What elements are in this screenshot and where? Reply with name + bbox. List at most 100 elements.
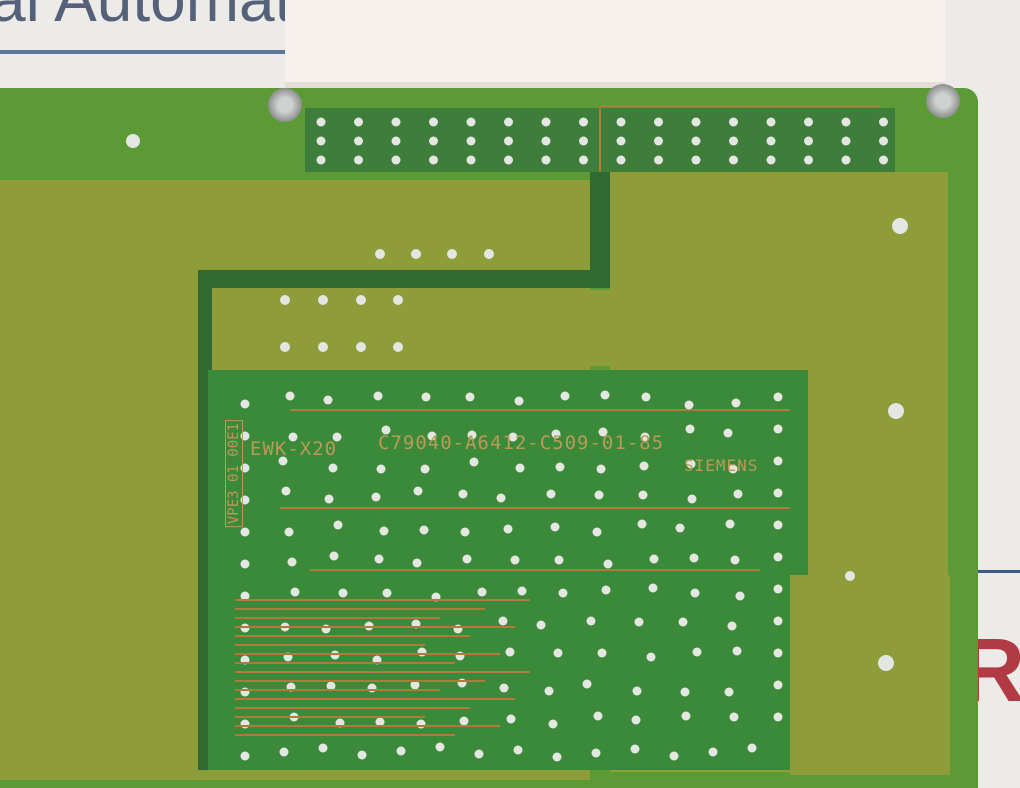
solder-hole	[691, 117, 701, 127]
solder-hole	[579, 117, 588, 127]
solder-hole	[551, 429, 561, 439]
solder-hole	[240, 719, 250, 729]
solder-hole	[354, 155, 363, 165]
solder-hole	[773, 456, 783, 466]
solder-hole	[841, 155, 851, 165]
solder-hole	[593, 711, 603, 721]
solder-hole	[240, 399, 250, 409]
solder-hole	[373, 391, 383, 401]
solder-hole	[462, 554, 472, 564]
solder-hole	[240, 591, 250, 601]
solder-hole	[773, 712, 783, 722]
isolation-gap-vertical	[590, 172, 610, 288]
solder-hole	[686, 459, 696, 469]
solder-hole	[466, 117, 476, 127]
solder-hole	[503, 524, 513, 534]
solder-hole	[510, 555, 520, 565]
vertical-code: VPE3 01 00E1	[225, 420, 243, 528]
solder-hole	[356, 342, 366, 352]
solder-hole	[290, 587, 300, 597]
solder-hole	[498, 616, 508, 626]
solder-hole	[631, 715, 641, 725]
solder-hole	[596, 464, 606, 474]
solder-hole	[689, 553, 699, 563]
solder-hole	[601, 585, 611, 595]
solder-hole	[429, 136, 438, 146]
solder-hole	[435, 742, 445, 752]
solder-hole	[515, 463, 525, 473]
solder-hole	[466, 136, 476, 146]
solder-hole	[597, 648, 607, 658]
solder-hole	[773, 424, 783, 434]
screw-left	[268, 88, 302, 122]
solder-hole	[766, 117, 776, 127]
isolation-gap	[198, 270, 608, 288]
solder-hole	[467, 430, 477, 440]
solder-hole	[841, 136, 851, 146]
solder-hole	[416, 719, 426, 729]
solder-hole	[598, 427, 608, 437]
solder-hole	[690, 588, 700, 598]
solder-hole	[687, 494, 697, 504]
solder-hole	[508, 432, 518, 442]
solder-hole	[506, 714, 516, 724]
solder-hole	[411, 249, 421, 259]
solder-hole	[284, 527, 294, 537]
solder-hole	[879, 136, 888, 146]
solder-hole	[413, 486, 423, 496]
solder-hole	[381, 425, 391, 435]
solder-hole	[735, 591, 745, 601]
solder-hole	[766, 155, 776, 165]
solder-hole	[375, 249, 385, 259]
solder-hole	[732, 646, 742, 656]
solder-hole	[681, 711, 691, 721]
screw-right	[926, 84, 960, 118]
solder-hole	[724, 687, 734, 697]
solder-hole	[560, 391, 570, 401]
solder-hole	[453, 624, 463, 634]
solder-hole	[708, 747, 718, 757]
solder-hole	[669, 751, 679, 761]
solder-hole	[469, 457, 479, 467]
solder-hole	[729, 155, 738, 165]
solder-hole	[680, 687, 690, 697]
solder-hole	[536, 620, 546, 630]
solder-hole	[328, 463, 338, 473]
solder-hole	[367, 683, 377, 693]
solder-hole	[391, 155, 401, 165]
solder-hole	[675, 523, 685, 533]
solder-hole	[592, 527, 602, 537]
solder-hole	[379, 526, 389, 536]
solder-hole	[504, 155, 513, 165]
solder-hole	[323, 395, 333, 405]
solder-hole	[278, 456, 288, 466]
solder-hole	[316, 136, 326, 146]
solder-hole	[420, 464, 430, 474]
solder-hole	[457, 678, 467, 688]
solder-hole	[845, 571, 855, 581]
solder-hole	[550, 522, 560, 532]
solder-hole	[548, 719, 558, 729]
solder-hole	[554, 555, 564, 565]
solder-hole	[410, 680, 420, 690]
solder-hole	[281, 486, 291, 496]
solder-hole	[649, 554, 659, 564]
solder-hole	[459, 716, 469, 726]
solder-hole	[731, 398, 741, 408]
solder-hole	[354, 117, 363, 127]
solder-hole	[429, 155, 438, 165]
solder-hole	[541, 117, 551, 127]
solder-hole	[773, 520, 783, 530]
solder-hole	[329, 551, 339, 561]
solder-hole	[240, 527, 250, 537]
solder-hole	[725, 519, 735, 529]
solder-hole	[616, 117, 626, 127]
solder-hole	[552, 752, 562, 762]
solder-hole	[879, 155, 888, 165]
solder-hole	[733, 489, 743, 499]
solder-hole	[240, 463, 250, 473]
solder-hole	[729, 117, 738, 127]
solder-hole	[356, 295, 366, 305]
solder-hole	[514, 396, 524, 406]
solder-hole	[773, 392, 783, 402]
